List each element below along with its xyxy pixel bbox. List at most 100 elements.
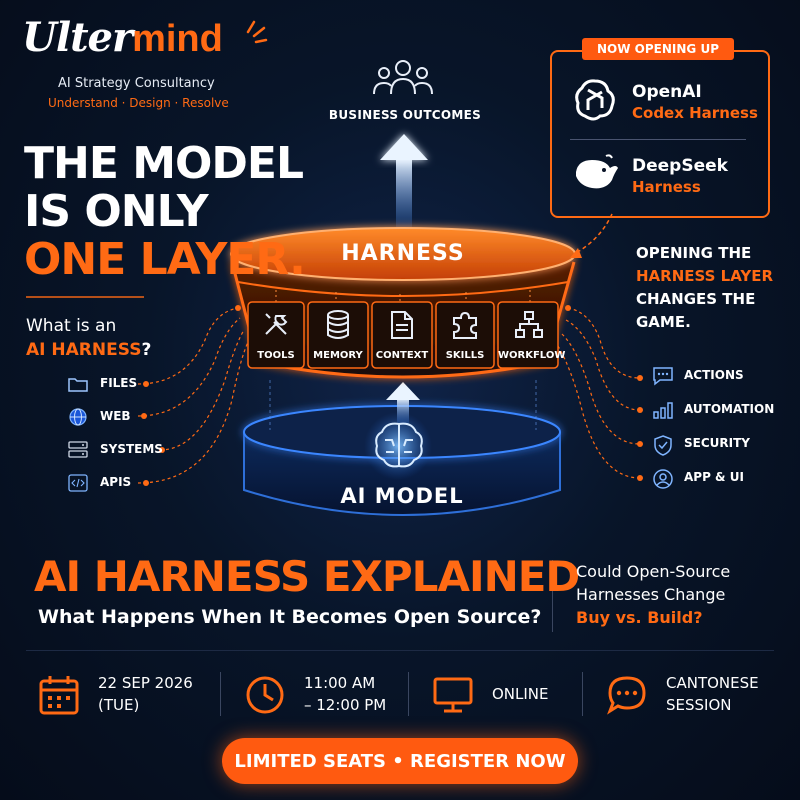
detail-language: CANTONESE SESSION <box>606 672 776 720</box>
server-icon <box>68 441 88 458</box>
detail-separator <box>220 672 221 716</box>
input-item-files: FILES <box>68 374 208 396</box>
game-line-3: CHANGES THE <box>636 290 756 308</box>
document-icon <box>391 311 413 339</box>
brand-name-script: Ulter <box>22 14 133 61</box>
game-line-1: OPENING THE <box>636 244 752 262</box>
workflow-icon <box>515 311 543 338</box>
time-line-1: 11:00 AM <box>304 674 376 692</box>
input-item-web: WEB <box>68 407 208 429</box>
tools-icon <box>265 313 288 335</box>
component-workflow: WORKFLOW <box>498 302 566 368</box>
time-line-2: – 12:00 PM <box>304 696 387 714</box>
component-label-context: CONTEXT <box>375 350 429 361</box>
input-connectors <box>137 307 249 484</box>
game-line-4: GAME. <box>636 313 691 331</box>
output-label-automation: AUTOMATION <box>684 402 775 416</box>
speech-bubble-icon <box>607 676 646 715</box>
date-line-2: (TUE) <box>98 696 140 714</box>
deepseek-name: DeepSeek <box>632 156 728 176</box>
language-line-1: CANTONESE <box>666 674 759 692</box>
question-line-2: AI HARNESS? <box>26 340 151 360</box>
component-memory: MEMORY <box>308 302 368 368</box>
output-item-security: SECURITY <box>652 434 792 456</box>
side-question-line-3: Buy vs. Build? <box>576 608 703 627</box>
detail-separator <box>582 672 583 716</box>
folder-icon <box>68 378 88 392</box>
output-item-automation: AUTOMATION <box>652 400 792 422</box>
component-context: CONTEXT <box>372 302 432 368</box>
language-line-2: SESSION <box>666 696 732 714</box>
location-label: ONLINE <box>492 685 549 703</box>
event-subtitle: What Happens When It Becomes Open Source… <box>38 606 542 628</box>
component-label-workflow: WORKFLOW <box>498 350 566 361</box>
question-suffix: ? <box>141 340 152 360</box>
input-item-systems: SYSTEMS <box>68 440 208 462</box>
deepseek-sub: Harness <box>632 178 701 196</box>
input-label-apis: APIS <box>100 475 132 489</box>
headline-line-1: THE MODEL <box>24 138 304 189</box>
event-details: 22 SEP 2026 (TUE) 11:00 AM – 12:00 PM ON… <box>0 660 800 730</box>
harness-layer <box>230 227 576 379</box>
brand-motto: Understand · Design · Resolve <box>48 96 229 110</box>
game-line-2: HARNESS LAYER <box>636 267 774 285</box>
output-item-actions: ACTIONS <box>652 366 792 388</box>
openai-sub: Codex Harness <box>632 104 758 122</box>
detail-date: 22 SEP 2026 (TUE) <box>38 672 208 720</box>
component-label-tools: TOOLS <box>257 350 295 361</box>
deepseek-logo-icon <box>576 154 618 189</box>
headline-line-2: IS ONLY <box>24 186 209 237</box>
model-arrow <box>386 382 420 424</box>
input-label-web: WEB <box>100 409 131 423</box>
user-icon <box>653 469 673 489</box>
ai-model-layer <box>243 405 561 516</box>
code-icon <box>68 474 88 492</box>
puzzle-icon <box>453 311 477 339</box>
detail-time: 11:00 AM – 12:00 PM <box>244 672 404 720</box>
bar-chart-icon <box>653 402 673 419</box>
brand-tagline: AI Strategy Consultancy <box>58 76 215 91</box>
output-label-actions: ACTIONS <box>684 368 744 382</box>
clock-icon <box>246 676 284 714</box>
brand-name-bold: mind <box>132 18 223 60</box>
chat-icon <box>653 367 673 386</box>
box-divider <box>570 139 746 140</box>
outcome-arrow <box>380 134 428 230</box>
layer-connectors <box>269 380 537 430</box>
input-label-systems: SYSTEMS <box>100 442 163 456</box>
component-label-memory: MEMORY <box>313 350 363 361</box>
side-question-line-1: Could Open-Source <box>576 562 731 581</box>
component-tools: TOOLS <box>248 302 304 368</box>
game-changer-text: OPENING THE HARNESS LAYER CHANGES THE GA… <box>636 242 773 334</box>
headline-line-3: ONE LAYER. <box>24 234 306 285</box>
openai-name: OpenAI <box>632 82 702 102</box>
ai-model-label: AI MODEL <box>340 484 464 508</box>
question-line-1: What is an <box>26 316 117 336</box>
output-item-app-ui: APP & UI <box>652 468 792 490</box>
component-label-skills: SKILLS <box>445 350 485 361</box>
component-skills: SKILLS <box>436 302 494 368</box>
brain-icon <box>375 422 423 468</box>
now-opening-badge: NOW OPENING UP <box>582 38 734 60</box>
globe-icon <box>69 408 87 426</box>
event-side-question: Could Open-Source Harnesses Change Buy v… <box>576 560 730 629</box>
input-item-apis: APIS <box>68 473 208 495</box>
harness-components: TOOLS MEMORY CONTEXT SKILLS WORKFLOW <box>248 302 566 368</box>
shield-icon <box>654 435 672 456</box>
calendar-icon <box>39 676 79 715</box>
question-highlight: AI HARNESS <box>26 340 142 360</box>
harness-title: HARNESS <box>341 241 465 266</box>
monitor-icon <box>433 677 473 713</box>
people-icon <box>373 60 433 95</box>
date-line-1: 22 SEP 2026 <box>98 674 193 692</box>
brand-logo: Ultermind <box>22 14 223 61</box>
openai-logo-icon <box>575 79 615 121</box>
detail-location: ONLINE <box>432 672 572 720</box>
output-connectors <box>557 307 641 479</box>
spark-icon <box>246 20 268 44</box>
register-button[interactable]: LIMITED SEATS • REGISTER NOW <box>222 738 578 784</box>
output-label-app-ui: APP & UI <box>684 470 744 484</box>
input-label-files: FILES <box>100 376 138 390</box>
